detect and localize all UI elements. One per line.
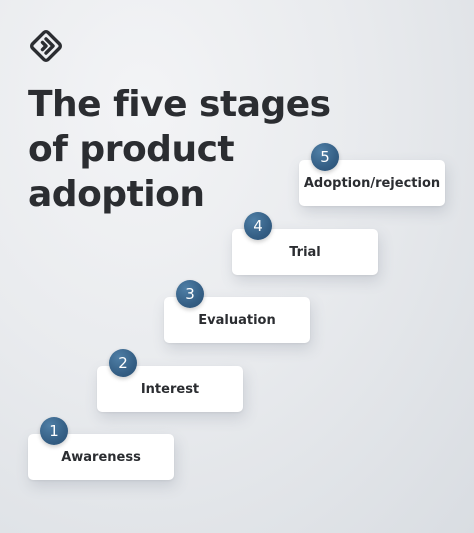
stage-card: Evaluation — [164, 297, 310, 343]
stage-awareness: Awareness 1 — [28, 417, 174, 480]
stage-label: Evaluation — [198, 312, 276, 328]
stage-evaluation: Evaluation 3 — [164, 280, 310, 343]
stage-number-badge: 4 — [244, 212, 272, 240]
stage-card: Awareness — [28, 434, 174, 480]
title-line-2: of product — [28, 129, 235, 170]
stage-number-badge: 2 — [109, 349, 137, 377]
stage-adoption-rejection: Adoption/rejection 5 — [299, 143, 445, 206]
stage-number-badge: 3 — [176, 280, 204, 308]
stage-interest: Interest 2 — [97, 349, 243, 412]
stage-trial: Trial 4 — [232, 212, 378, 275]
stage-label: Awareness — [61, 449, 141, 465]
brand-logo-icon — [29, 29, 63, 63]
stage-number-badge: 5 — [311, 143, 339, 171]
stage-number-badge: 1 — [40, 417, 68, 445]
title-line-3: adoption — [28, 174, 205, 215]
page-title: The five stages of product adoption — [28, 82, 331, 217]
stage-label: Adoption/rejection — [303, 175, 441, 191]
stage-label: Interest — [140, 381, 200, 397]
stage-label: Trial — [289, 244, 321, 260]
title-line-1: The five stages — [28, 84, 331, 125]
